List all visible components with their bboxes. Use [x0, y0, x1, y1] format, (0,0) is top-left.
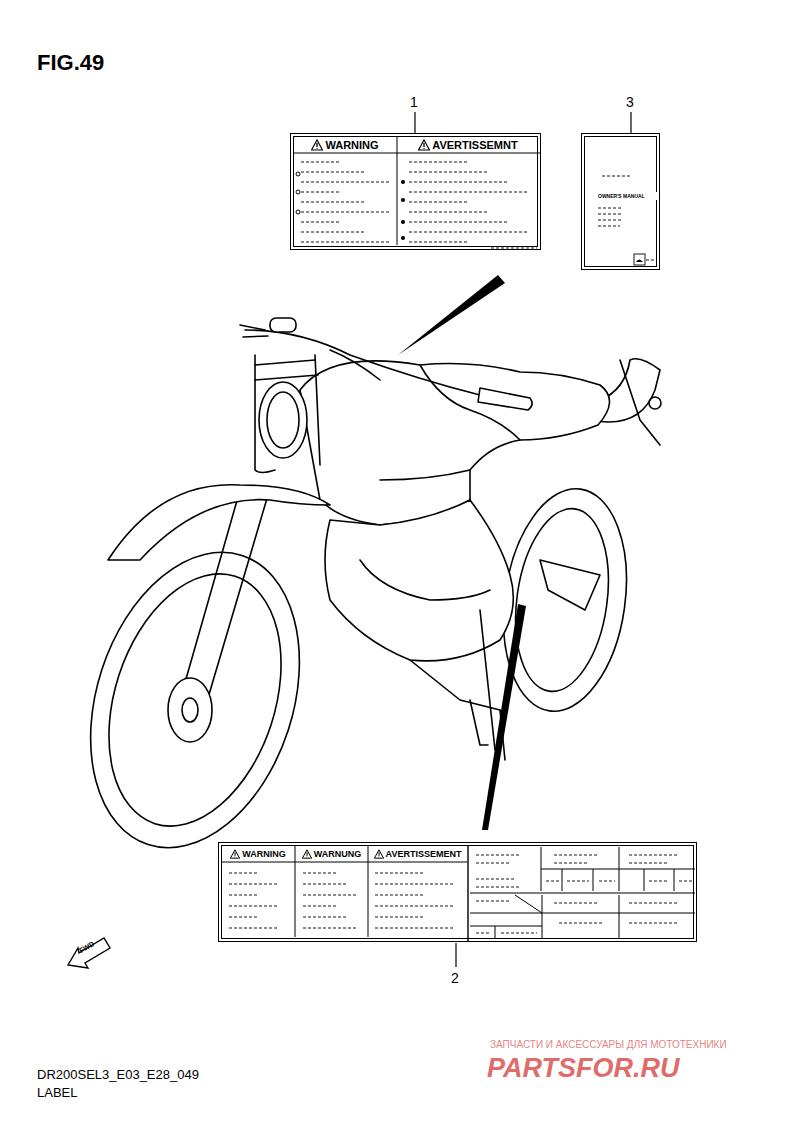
label-heading-text: WARNING: [325, 139, 378, 151]
label-heading: AVERTISSEMNT: [399, 137, 537, 152]
label-sticker: OWNER'S MANUAL: [581, 133, 660, 270]
warning-triangle: [302, 849, 312, 859]
label-heading-text: WARNING: [242, 849, 286, 859]
label-heading: OWNER'S MANUAL: [598, 192, 658, 200]
label-heading: WARNUNG: [296, 847, 367, 860]
label-sticker: WARNING WARNUNG AVERTISSEMENT: [218, 842, 697, 942]
label-heading: WARNING: [295, 137, 395, 152]
label-heading: WARNING: [222, 847, 294, 860]
label-sticker: WARNING AVERTISSEMNT: [290, 133, 541, 250]
warning-triangle: [418, 139, 430, 151]
warning-triangle: [311, 139, 323, 151]
callout-number: 1: [410, 94, 418, 110]
callout-number: 3: [626, 94, 634, 110]
label-heading: AVERTISSEMENT: [369, 847, 466, 860]
figure-title: FIG.49: [37, 50, 104, 76]
warning-triangle: [230, 849, 240, 859]
label-heading-text: OWNER'S MANUAL: [598, 193, 645, 199]
callout-number: 2: [451, 970, 459, 986]
figure-caption: LABEL: [37, 1085, 77, 1100]
label-print-lines: [582, 134, 661, 271]
drawing-code: DR200SEL3_E03_E28_049: [37, 1067, 199, 1082]
watermark: ЗАПЧАСТИ И АКСЕССУАРЫ ДЛЯ МОТОТЕХНИКИ: [490, 1039, 727, 1050]
label-heading-text: AVERTISSEMENT: [386, 849, 462, 859]
label-heading-text: AVERTISSEMNT: [432, 139, 517, 151]
warning-triangle: [374, 849, 384, 859]
watermark: PARTSFOR.RU: [487, 1053, 680, 1084]
label-heading-text: WARNUNG: [314, 849, 362, 859]
